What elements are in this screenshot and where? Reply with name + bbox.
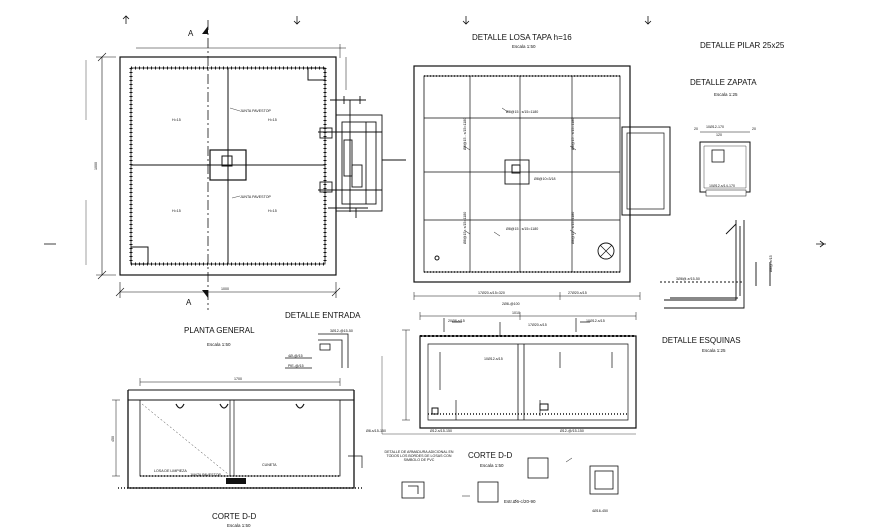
small-details <box>401 457 619 503</box>
planta-scale: Escala 1:50 <box>207 342 231 347</box>
esquinas-title: DETALLE ESQUINAS <box>662 336 741 345</box>
zapata-label: 10Ø12-170 <box>706 125 724 129</box>
bar-label: Ø8@15 - s/15=1180 <box>506 227 538 231</box>
entrada-detail <box>285 333 349 369</box>
north-arrow-marks <box>44 15 826 248</box>
corte-left-scale: Escala 1:50 <box>227 523 251 528</box>
corte-left-label: LOSA DE LIMPIEZA <box>154 469 187 473</box>
valve-chamber <box>318 96 406 218</box>
joint-note: JUNTA PAVESTOP <box>240 109 271 113</box>
esquinas-scale: Escala 1:25 <box>702 348 726 353</box>
losa-scale: Escala 1:50 <box>512 44 536 49</box>
section-mark-a-top: A <box>188 29 194 38</box>
corte-left-side-dim: 450 <box>111 436 115 442</box>
corte-center-tag: 4Ø16-450 <box>592 509 608 513</box>
zapata-scale: Escala 1:25 <box>714 92 738 97</box>
corte-center-label: Ø8-s/15-150 <box>366 429 386 433</box>
estribo-label: Estr.Ø6-c/20-90 <box>504 499 536 504</box>
losa-title: DETALLE LOSA TAPA h=16 <box>472 33 572 42</box>
corte-left-title: CORTE D-D <box>212 512 257 521</box>
bar-label: 17Ø20-s/15=320 <box>478 291 505 295</box>
dim-bottom: 1000 <box>221 287 229 291</box>
corte-center-label: 17Ø20-s/15 <box>528 323 547 327</box>
corte-left-label: JUNTA PAVESTOP <box>190 473 221 477</box>
esquinas-detail <box>660 220 771 309</box>
bar-label: 27Ø20-s/15 <box>568 291 587 295</box>
corte-center-label: Ø12-s/15-150 <box>430 429 452 433</box>
planta-general-plan <box>85 20 347 310</box>
corte-center-scale: Escala 1:50 <box>480 463 504 468</box>
armadura-note: DETALLE DE ARMADURA ADICIONAL EN TODOS L… <box>384 450 454 462</box>
zapata-title: DETALLE ZAPATA <box>690 78 757 87</box>
bar-label: 2Ø8-@100 <box>502 302 520 306</box>
pilar-title: DETALLE PILAR 25x25 <box>700 41 785 50</box>
corte-left-top-dim: 1700 <box>234 377 242 381</box>
zapata-plan <box>699 141 751 197</box>
dim-left: 1000 <box>94 162 98 170</box>
zapata-label: 20 <box>752 127 756 131</box>
zapata-label: 120 <box>716 133 722 137</box>
bar-label: Ø8@15 - s/15=1180 <box>506 110 538 114</box>
corte-center-top-dim: 1010 <box>512 311 520 315</box>
entrada-label: PIE-@/15 <box>288 364 304 368</box>
bar-label: Ø8@15 - s/15=1180 <box>571 118 575 150</box>
esquinas-label: Ø8@-e/15 <box>769 255 773 272</box>
room-label: H=15 <box>268 118 277 122</box>
joint-note: JUNTA PAVESTOP <box>240 195 271 199</box>
section-mark-a-bottom: A <box>186 298 192 307</box>
corte-dd-center <box>381 312 637 435</box>
zapata-label: 20 <box>694 127 698 131</box>
corte-center-label: 10Ø12-s/15 <box>484 357 503 361</box>
losa-tapa-plan <box>413 65 671 283</box>
bar-label: Ø8@10=3/18 <box>534 177 556 181</box>
room-label: H=15 <box>172 209 181 213</box>
armadura-note-box: DETALLE DE ARMADURA ADICIONAL EN TODOS L… <box>384 450 454 462</box>
planta-title: PLANTA GENERAL <box>184 326 255 335</box>
corte-center-title: CORTE D-D <box>468 451 513 460</box>
room-label: H=15 <box>268 209 277 213</box>
room-label: H=15 <box>172 118 181 122</box>
corte-center-label: Ø12-@/15-150 <box>560 429 584 433</box>
esquinas-label: 3Ø8@-e/15-50 <box>676 277 700 281</box>
corte-center-label: 10Ø12-s/15 <box>586 319 605 323</box>
entrada-label: 3Ø12-@15-50 <box>330 329 353 333</box>
corte-center-label: 20Ø8-s/15 <box>448 319 465 323</box>
entrada-title: DETALLE ENTRADA <box>285 311 361 320</box>
corte-dd-left <box>112 378 364 489</box>
zapata-label: 10Ø12-s/14-170 <box>709 184 735 188</box>
bar-label: Ø8@15 - s/15=1180 <box>463 118 467 150</box>
entrada-label: 4Ø-@/15 <box>288 354 303 358</box>
bar-label: Ø8@15 - s/15=1180 <box>571 212 575 244</box>
bar-label: Ø8@15 - s/15=1180 <box>463 212 467 244</box>
corte-left-label: CUNETA <box>262 463 277 467</box>
